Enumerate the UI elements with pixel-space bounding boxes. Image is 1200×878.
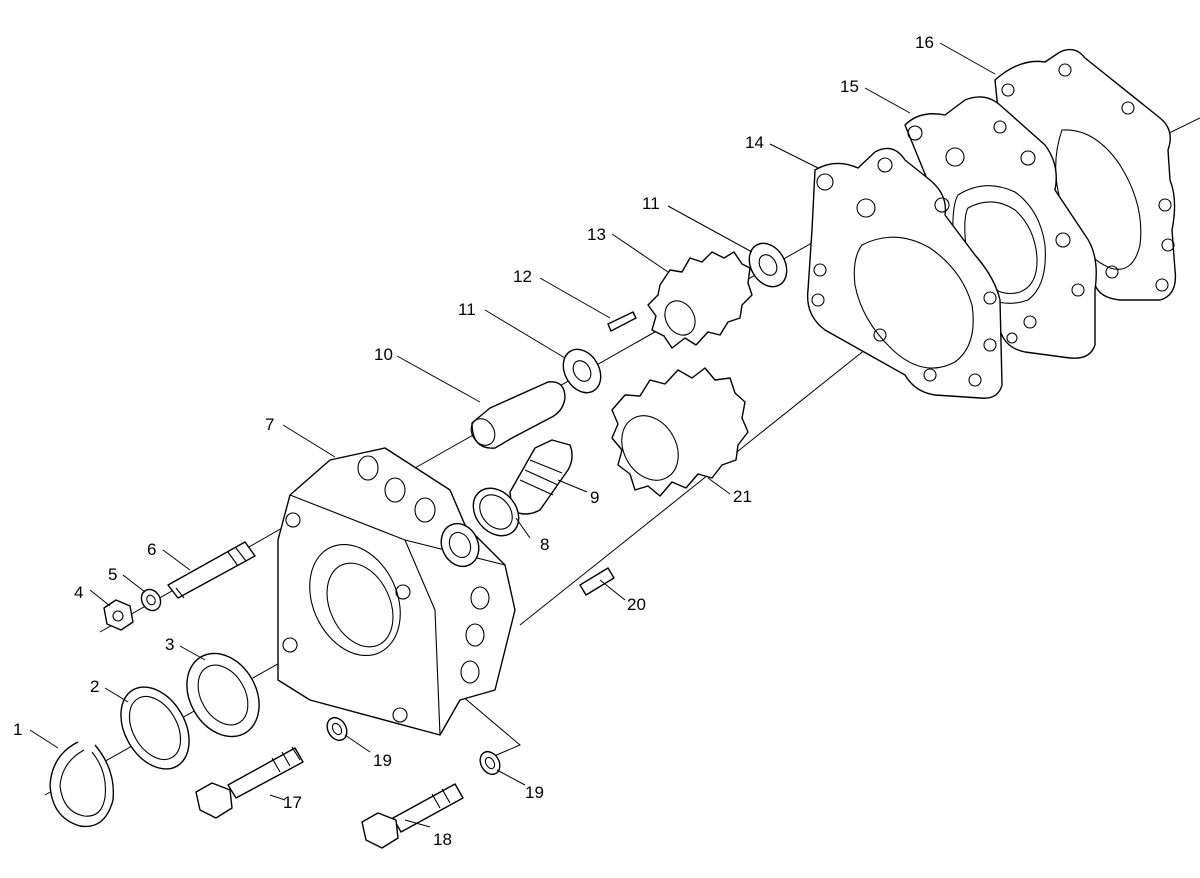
callout-1: 1 bbox=[13, 720, 22, 739]
callout-3: 3 bbox=[165, 635, 174, 654]
part-16-rear-cover bbox=[994, 48, 1177, 301]
callout-15: 15 bbox=[840, 77, 859, 96]
callout-17: 17 bbox=[283, 793, 302, 812]
callout-8: 8 bbox=[540, 535, 549, 554]
part-18-bolt bbox=[361, 783, 464, 849]
part-17-bolt bbox=[195, 746, 304, 819]
part-19-washer-left bbox=[326, 716, 348, 742]
part-19-washer-right bbox=[479, 750, 501, 776]
callout-14: 14 bbox=[745, 133, 764, 152]
callout-20: 20 bbox=[627, 595, 646, 614]
callout-9: 9 bbox=[590, 488, 599, 507]
callout-6: 6 bbox=[147, 540, 156, 559]
part-3-shaft-seal bbox=[186, 652, 260, 738]
callout-7: 7 bbox=[265, 415, 274, 434]
part-4-nut bbox=[103, 599, 134, 631]
part-11-washer-upper bbox=[748, 242, 788, 288]
callout-21: 21 bbox=[733, 487, 752, 506]
callout-19-right: 19 bbox=[525, 783, 544, 802]
leader-lines bbox=[29, 42, 996, 828]
callout-5: 5 bbox=[108, 565, 117, 584]
callout-2: 2 bbox=[90, 677, 99, 696]
callout-19-left: 19 bbox=[373, 751, 392, 770]
callout-11-upper: 11 bbox=[642, 194, 660, 213]
callout-4: 4 bbox=[74, 583, 83, 602]
callout-13: 13 bbox=[587, 225, 606, 244]
part-5-lock-washer bbox=[140, 588, 162, 612]
part-1-snap-ring bbox=[49, 741, 115, 828]
part-9-relief-valve bbox=[509, 439, 573, 515]
part-21-drive-gear bbox=[611, 367, 749, 497]
part-20-dowel-pin bbox=[579, 567, 615, 596]
callout-10: 10 bbox=[374, 345, 393, 364]
callout-numbers: 1 2 3 4 5 6 7 8 9 10 11 11 12 13 14 15 1… bbox=[13, 33, 934, 849]
part-12-pin bbox=[607, 311, 637, 332]
part-8-o-ring bbox=[472, 487, 520, 537]
part-10-shaft bbox=[470, 381, 566, 449]
callout-18: 18 bbox=[433, 830, 452, 849]
callout-11-lower: 11 bbox=[458, 300, 476, 319]
callout-12: 12 bbox=[513, 267, 532, 286]
part-14-gasket-plate bbox=[806, 147, 1003, 399]
part-2-thrust-washer bbox=[120, 686, 190, 770]
part-6-stud bbox=[167, 541, 256, 599]
part-13-idler-gear bbox=[647, 251, 753, 349]
part-7-pump-body bbox=[277, 447, 516, 736]
part-11-washer-lower bbox=[562, 348, 602, 394]
callout-16: 16 bbox=[915, 33, 934, 52]
